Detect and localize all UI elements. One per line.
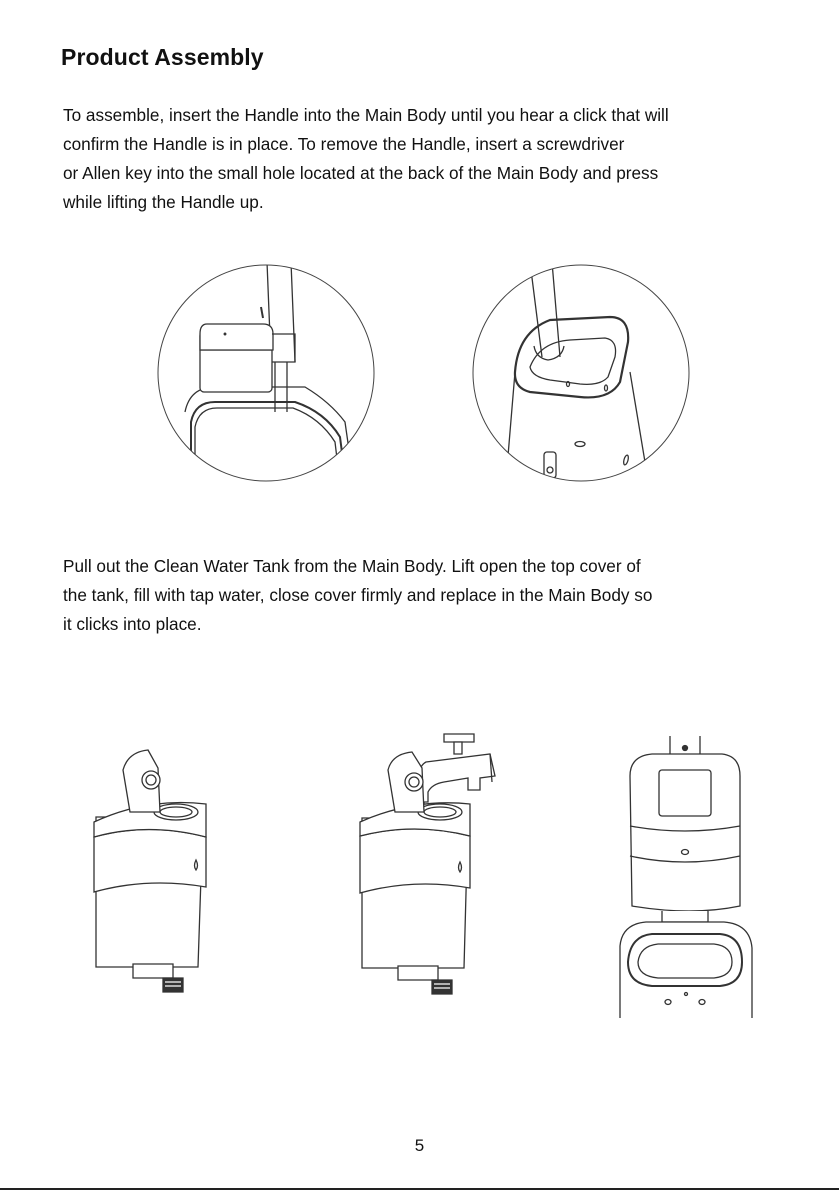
page-title: Product Assembly [61,44,264,70]
assembly-instructions: To assemble, insert the Handle into the … [63,101,803,217]
text-line: confirm the Handle is in place. To remov… [63,134,625,154]
text-line: Pull out the Clean Water Tank from the M… [63,556,641,576]
water-tank-instructions: Pull out the Clean Water Tank from the M… [63,552,803,639]
handle-insert-illustration [155,262,377,484]
tank-filling-illustration [340,726,500,1006]
text-line: while lifting the Handle up. [63,192,264,212]
footer-divider [0,1188,839,1190]
text-line: To assemble, insert the Handle into the … [63,105,669,125]
tank-replace-illustration [612,736,762,1018]
text-line: or Allen key into the small hole located… [63,163,659,183]
handle-release-illustration [470,262,692,484]
text-line: the tank, fill with tap water, close cov… [63,585,653,605]
page-number: 5 [414,1136,425,1155]
tank-open-cover-illustration [88,742,218,1002]
text-line: it clicks into place. [63,614,202,634]
